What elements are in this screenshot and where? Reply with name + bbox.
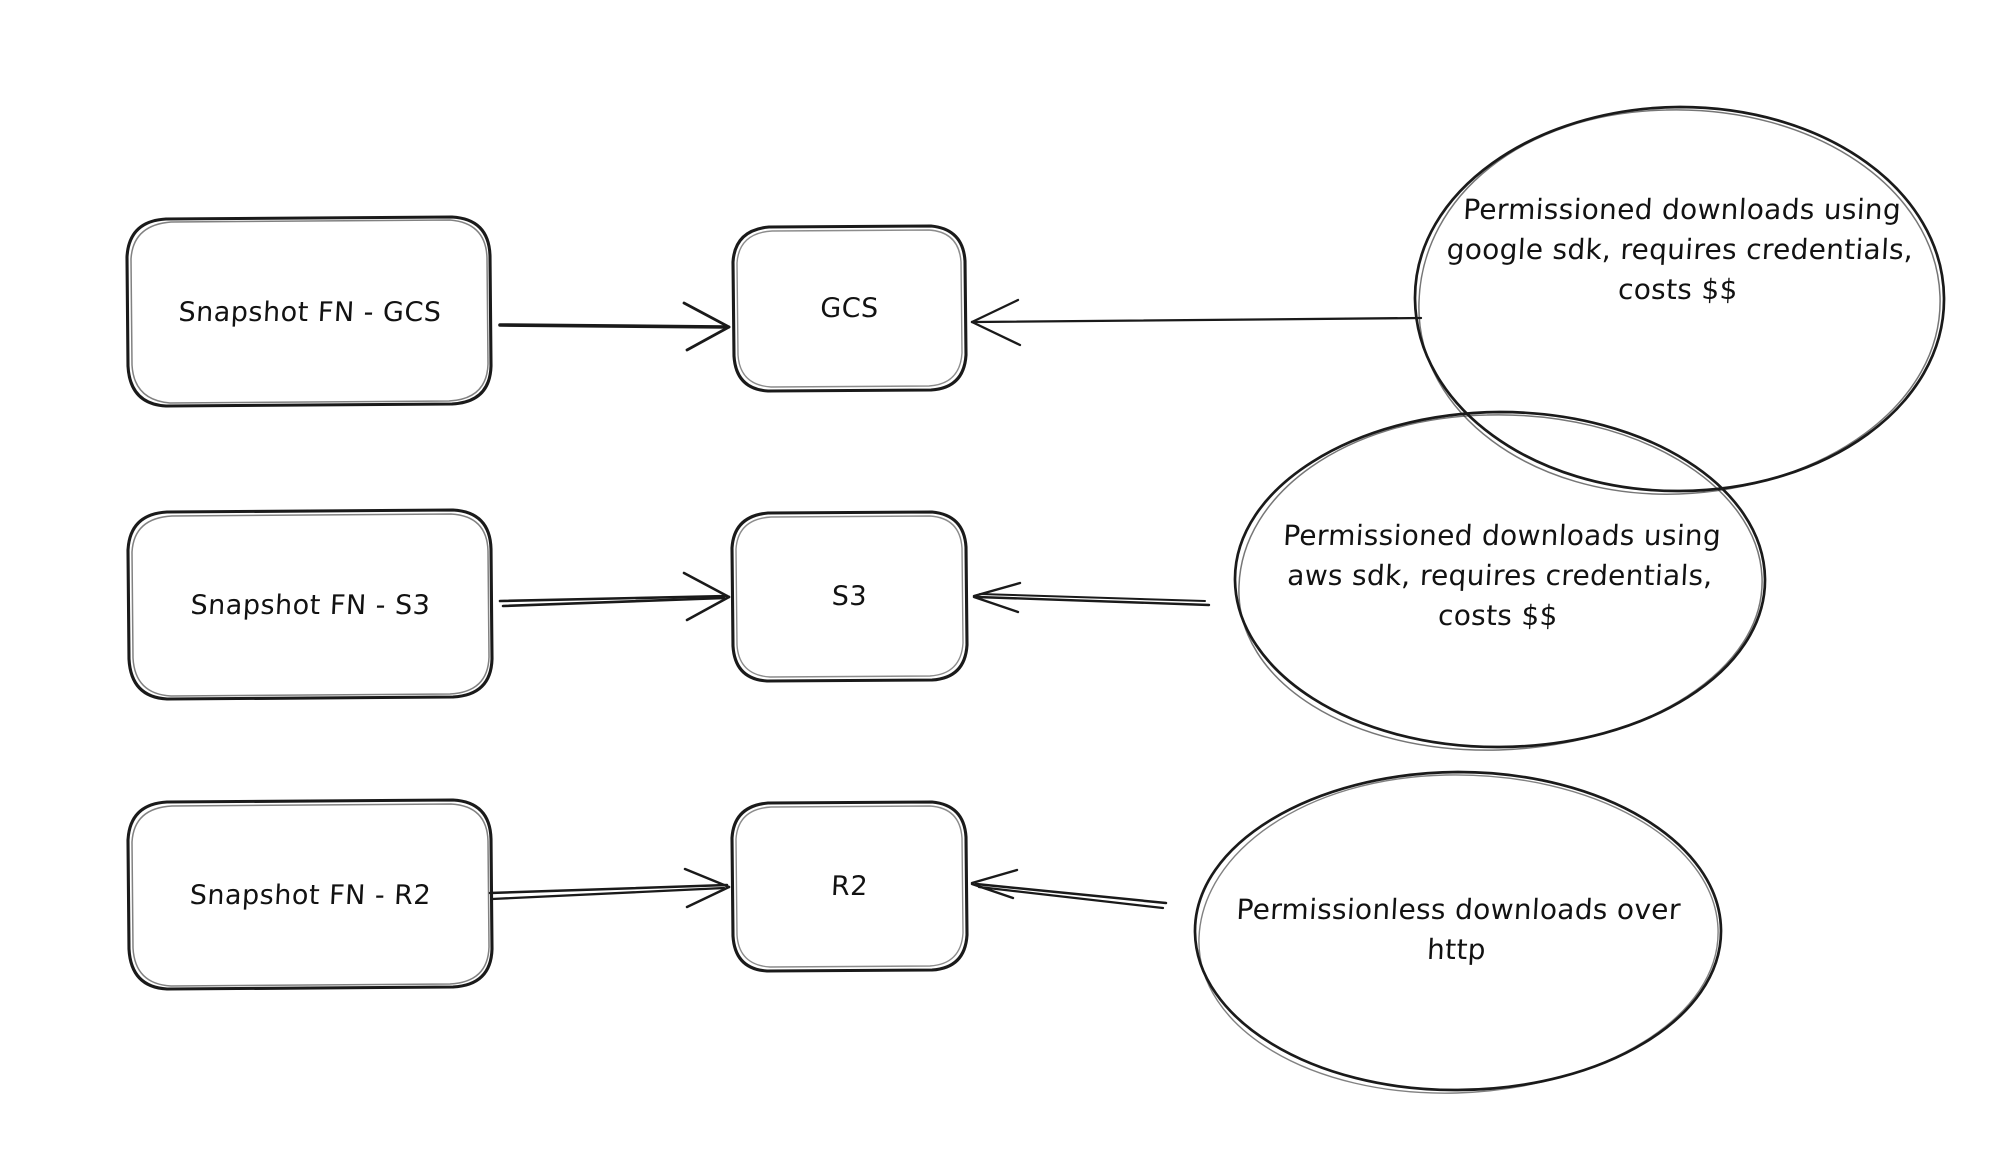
edge-note-to-r2 [970,868,1168,910]
edge-snapshot-s3-to-s3 [498,571,731,622]
note-s3-ellipse [1233,410,1767,751]
note-gcs-ellipse [1413,105,1946,495]
node-snapshot-fn-s3[interactable] [126,508,494,701]
edge-snapshot-gcs-to-gcs [498,301,731,352]
note-r2-ellipse [1193,770,1723,1094]
edge-snapshot-r2-to-r2 [488,867,731,909]
node-snapshot-fn-gcs[interactable] [125,215,493,408]
edge-note-to-s3 [972,581,1211,614]
node-r2[interactable] [730,800,969,973]
node-s3[interactable] [730,510,969,683]
node-gcs[interactable] [731,224,968,393]
edge-note-to-gcs [970,298,1423,347]
node-snapshot-fn-r2[interactable] [126,798,494,991]
